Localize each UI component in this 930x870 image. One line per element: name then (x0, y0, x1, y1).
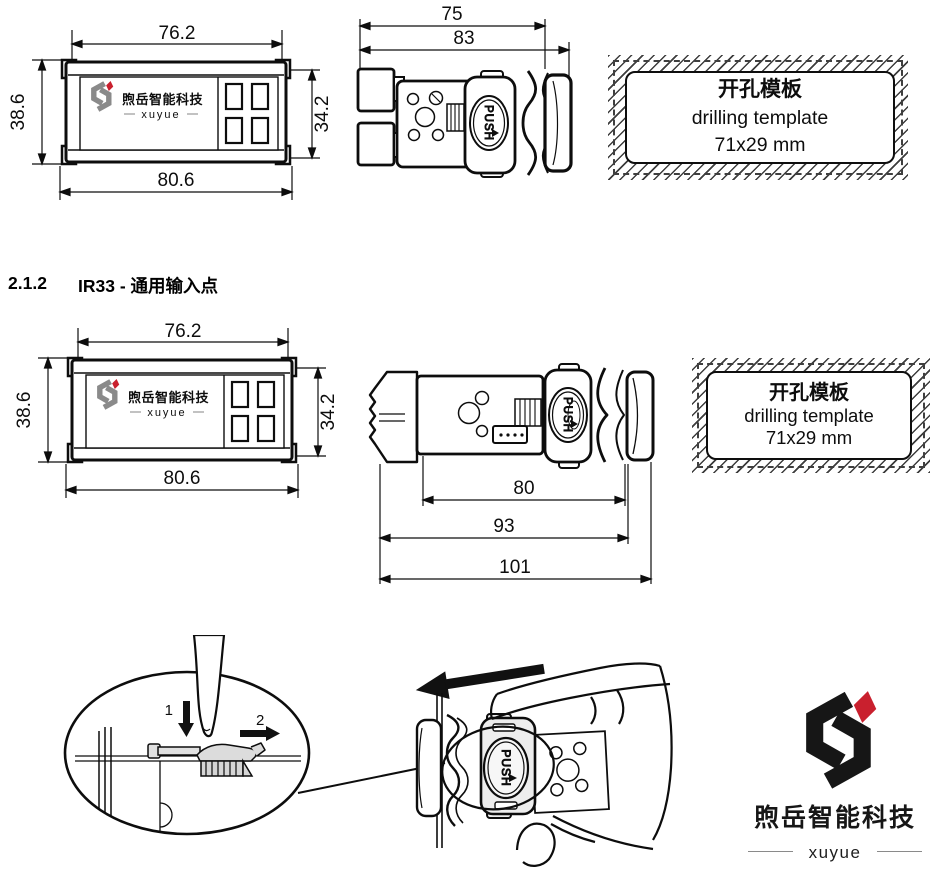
spring-clamp (445, 713, 461, 827)
push-button: PUSH (482, 736, 530, 800)
brand-logo-mark (806, 691, 877, 789)
brand-logo-mark-small (97, 378, 120, 410)
brand-rule-left (748, 851, 793, 852)
section-number: 2.1.2 (8, 273, 47, 293)
latch-detail-callout: 1 2 (63, 635, 446, 836)
push-label: PUSH (482, 105, 494, 141)
dim-label-93: 93 (493, 516, 514, 537)
push-label: PUSH (561, 397, 573, 433)
diamond-icon (106, 80, 114, 92)
dim-label-height-inner: 34.2 (312, 96, 333, 133)
template-title-en: drilling template (691, 106, 829, 129)
push-housing: PUSH (479, 713, 537, 819)
terminal-plate (530, 730, 610, 814)
side-view-figure-1: 75 83 PUSH (356, 5, 573, 178)
probe-connector (368, 370, 419, 464)
dim-label-80: 80 (513, 478, 534, 499)
key-button (224, 116, 244, 145)
hand-drawing (489, 662, 673, 867)
latch-mechanism (75, 727, 301, 834)
section-heading: 2.1.2 IR33 - 通用输入点 (8, 273, 218, 298)
push-label: PUSH (499, 749, 513, 786)
template-title-cn: 开孔模板 (769, 381, 849, 404)
key-button (256, 414, 276, 443)
push-arrow-icon (509, 774, 517, 782)
press-arrow-left-icon (415, 663, 545, 699)
step-1-label: 1 (165, 702, 173, 719)
step-arrow-down-icon (178, 701, 194, 737)
device-front-drawing: 煦岳智能科技 xuyue (60, 58, 292, 166)
device-front-drawing: 煦岳智能科技 xuyue (66, 356, 298, 464)
step-2-label: 2 (256, 712, 264, 729)
template-dashed-outline (697, 363, 925, 468)
push-arrow-icon (492, 129, 499, 137)
key-button (250, 82, 270, 111)
drilling-template-callout-1: 开孔模板 drilling template 71x29 mm (608, 55, 908, 180)
push-arrow-icon (571, 420, 578, 428)
device-side-drawing: PUSH (356, 67, 573, 178)
device-side-drawing: PUSH (368, 363, 655, 469)
dim-label-height-outer: 38.6 (8, 94, 29, 131)
dimension-lines (38, 328, 326, 498)
dimension-lines (32, 30, 320, 200)
template-size: 71x29 mm (765, 427, 853, 449)
brand-rule-right (877, 851, 922, 852)
template-plate: 开孔模板 drilling template 71x29 mm (706, 371, 912, 460)
template-plate: 开孔模板 drilling template 71x29 mm (625, 71, 895, 164)
brand-logo-mark-small (91, 80, 114, 112)
dim-label-width-front: 76.2 (165, 321, 202, 342)
key-button (224, 82, 244, 111)
key-button (230, 380, 250, 409)
dim-label-width-outer: 80.6 (158, 170, 195, 191)
section-title: IR33 - 通用输入点 (78, 276, 219, 296)
template-title-en: drilling template (744, 405, 874, 427)
brand-name-cn-panel: 煦岳智能科技 (128, 390, 210, 405)
diamond-icon (853, 691, 877, 723)
dimension-lines (358, 19, 571, 79)
thumb-drawing (515, 822, 556, 867)
diamond-icon (112, 378, 120, 390)
install-hand-figure: PUSH (415, 662, 673, 867)
key-button (250, 116, 270, 145)
template-title-cn: 开孔模板 (718, 77, 802, 101)
key-button (230, 414, 250, 443)
brand-name-en: xuyue (808, 843, 862, 862)
dim-label-height-outer: 38.6 (14, 392, 35, 429)
front-view-figure-2: 76.2 38.6 34.2 80.6 煦岳智能科技 (14, 321, 339, 498)
front-view-figure-1: 76.2 38.6 34.2 80.6 煦岳智能科技 (8, 23, 333, 200)
template-dashed-outline (613, 60, 903, 175)
push-button: PUSH (548, 387, 588, 443)
brand-block: 煦岳智能科技 xuyue (740, 660, 930, 870)
brand-name-cn-panel: 煦岳智能科技 (122, 92, 204, 107)
finger-drawing (192, 635, 226, 738)
dimension-lines (378, 456, 653, 584)
magnifier-target-ellipse (441, 725, 555, 811)
brand-name-cn: 煦岳智能科技 (753, 804, 916, 832)
dim-label-width-front: 76.2 (159, 23, 196, 44)
template-size: 71x29 mm (714, 134, 806, 157)
side-view-figure-2: PUSH 80 93 101 (368, 363, 655, 584)
dim-label-75: 75 (441, 5, 462, 25)
key-button (256, 380, 276, 409)
device-nose (415, 718, 443, 818)
brand-name-en-panel: xuyue (147, 407, 186, 419)
dim-label-height-inner: 34.2 (318, 394, 339, 431)
drilling-template-callout-2: 开孔模板 drilling template 71x29 mm (692, 358, 930, 473)
push-button: PUSH (469, 95, 509, 151)
dim-label-83: 83 (453, 28, 474, 49)
pin-connector (492, 425, 528, 444)
brand-name-en-panel: xuyue (141, 109, 180, 121)
dim-label-width-outer: 80.6 (164, 468, 201, 489)
dim-label-101: 101 (499, 557, 531, 578)
step-arrow-right-icon (240, 726, 280, 741)
